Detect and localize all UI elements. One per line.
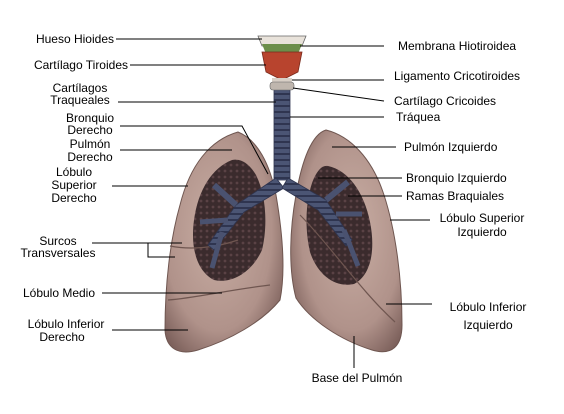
label-lobulo-inferior-derecho-line2: Derecho	[39, 330, 85, 344]
left-branch-upper	[324, 179, 350, 203]
leader-surcos-1	[92, 242, 175, 258]
label-pulmon-derecho-line2: Derecho	[67, 150, 113, 164]
trachea	[273, 87, 291, 181]
label-hueso-hioides: Hueso Hioides	[36, 32, 114, 46]
left-branch-lower	[341, 229, 361, 267]
thyrohyoid-membrane	[262, 44, 302, 54]
label-ligamento-cricotiroides: Ligamento Cricotiroides	[394, 69, 520, 83]
label-lobulo-superior-derecho-line2: Superior	[51, 178, 96, 192]
right-transverse-fissure	[169, 239, 239, 249]
label-lobulo-medio: Lóbulo Medio	[23, 286, 95, 300]
label-lobulo-inferior-izquierdo-line1: Lóbulo Inferior	[450, 300, 527, 314]
label-lobulo-superior-derecho-line1: Lóbulo	[56, 165, 92, 179]
labels-left: Hueso Hioides Cartílago Tiroides Cartíla…	[21, 32, 128, 344]
label-membrana-hiotiroidea: Membrana Hiotiroidea	[398, 39, 516, 53]
label-surcos-transversales-line1: Surcos	[39, 234, 76, 248]
label-cartilagos-traqueales-line2: Traqueales	[50, 93, 110, 107]
label-lobulo-inferior-izquierdo-line2: Izquierdo	[463, 318, 513, 332]
leader-lines	[92, 38, 432, 368]
label-traquea: Tráquea	[396, 110, 441, 124]
right-lung	[164, 131, 284, 353]
label-lobulo-superior-derecho-line3: Derecho	[51, 191, 97, 205]
label-lobulo-superior-izquierdo-line2: Izquierdo	[457, 225, 507, 239]
label-lobulo-inferior-derecho-line1: Lóbulo Inferior	[28, 317, 105, 331]
leader-cartilago-cricoides	[292, 87, 385, 102]
label-cartilago-cricoides: Cartílago Cricoides	[394, 94, 496, 108]
larynx	[257, 35, 307, 91]
right-oblique-fissure	[167, 284, 271, 301]
airway	[199, 87, 362, 269]
right-branch-lower	[209, 231, 225, 269]
cricothyroid-ligament	[272, 78, 292, 84]
label-surcos-transversales-line2: Transversales	[21, 246, 96, 260]
cricoid-cartilage	[269, 81, 295, 91]
label-pulmon-derecho-line1: Pulmón	[70, 137, 111, 151]
label-lobulo-superior-izquierdo-line1: Lóbulo Superior	[440, 211, 525, 225]
right-branch-upper	[211, 182, 239, 208]
label-cartilagos-traqueales-line1: Cartílagos	[53, 81, 108, 95]
label-bronquio-derecho-line1: Bronquio	[66, 111, 114, 125]
label-cartilago-tiroides: Cartílago Tiroides	[34, 58, 128, 72]
label-bronquio-derecho-line2: Derecho	[67, 123, 113, 137]
labels-right: Membrana Hiotiroidea Ligamento Cricotiro…	[312, 39, 527, 385]
label-pulmon-izquierdo: Pulmón Izquierdo	[404, 140, 498, 154]
leader-bronquio-derecho	[120, 125, 269, 175]
right-branch-mid	[199, 217, 229, 225]
left-oblique-fissure	[299, 214, 396, 323]
label-bronquio-izquierdo: Bronquio Izquierdo	[406, 171, 507, 185]
thyroid-cartilage	[261, 51, 303, 81]
label-base-del-pulmon: Base del Pulmón	[312, 371, 403, 385]
label-ramas-braquiales: Ramas Braquiales	[406, 189, 504, 203]
